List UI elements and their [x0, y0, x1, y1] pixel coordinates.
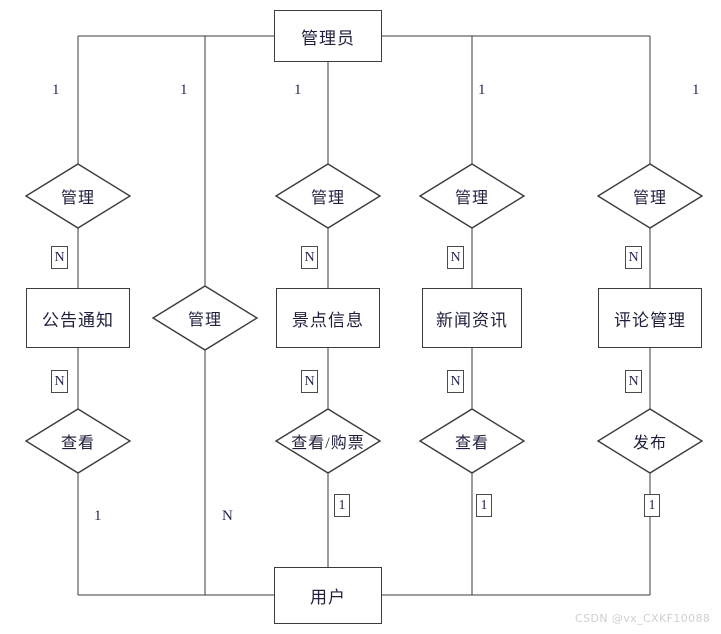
diamond-shape	[24, 408, 132, 474]
cardinality-boxed-9: 1	[476, 494, 492, 517]
diamond-shape	[274, 408, 382, 474]
cardinality-boxed-8: 1	[334, 494, 350, 517]
entity-spot-info[interactable]: 景点信息	[276, 288, 380, 348]
relationship-manage-spot-label: 管理	[310, 190, 345, 207]
cardinality-boxed-5: N	[301, 370, 318, 393]
cardinality-top-4: 1	[692, 82, 700, 98]
diamond-shape	[418, 408, 526, 474]
cardinality-boxed-10: 1	[644, 494, 660, 517]
relationship-manage-spot[interactable]: 管理	[274, 163, 382, 229]
csdn-watermark: CSDN @vx_CXKF10088	[575, 612, 711, 625]
cardinality-boxed-3: N	[625, 246, 642, 269]
entity-notice-label: 公告通知	[42, 310, 114, 330]
diamond-shape	[596, 163, 704, 229]
relationship-manage-comment-label: 管理	[632, 190, 667, 207]
diamond-shape	[418, 163, 526, 229]
entity-admin-label: 管理员	[301, 28, 355, 48]
entity-news-label: 新闻资讯	[436, 310, 508, 330]
diamond-shape	[151, 285, 259, 351]
cardinality-top-3: 1	[478, 82, 486, 98]
cardinality-bottom-0: 1	[94, 508, 102, 524]
entity-user[interactable]: 用户	[274, 567, 382, 624]
cardinality-top-2: 1	[294, 82, 302, 98]
entity-spot-info-label: 景点信息	[292, 310, 364, 330]
cardinality-boxed-4: N	[51, 370, 68, 393]
relationship-manage-news[interactable]: 管理	[418, 163, 526, 229]
cardinality-top-0: 1	[52, 82, 60, 98]
relationship-view-news-label: 查看	[454, 435, 489, 452]
relationship-view-notice-label: 查看	[60, 435, 95, 452]
diamond-shape	[596, 408, 704, 474]
cardinality-boxed-0: N	[51, 246, 68, 269]
entity-comment-management-label: 评论管理	[614, 310, 686, 330]
cardinality-bottom-1: N	[222, 508, 233, 524]
diamond-shape	[24, 163, 132, 229]
diamond-shape	[274, 163, 382, 229]
entity-comment-management[interactable]: 评论管理	[598, 288, 702, 348]
entity-admin[interactable]: 管理员	[274, 10, 382, 62]
cardinality-boxed-6: N	[447, 370, 464, 393]
relationship-view-notice[interactable]: 查看	[24, 408, 132, 474]
cardinality-boxed-7: N	[625, 370, 642, 393]
cardinality-top-1: 1	[180, 82, 188, 98]
relationship-manage-comment[interactable]: 管理	[596, 163, 704, 229]
relationship-manage-user-label: 管理	[187, 312, 222, 329]
relationship-manage-notice[interactable]: 管理	[24, 163, 132, 229]
relationship-publish-comment-label: 发布	[632, 435, 667, 452]
entity-notice[interactable]: 公告通知	[26, 288, 130, 348]
relationship-manage-notice-label: 管理	[60, 190, 95, 207]
cardinality-boxed-1: N	[301, 246, 318, 269]
relationship-manage-user[interactable]: 管理	[151, 285, 259, 351]
relationship-view-news[interactable]: 查看	[418, 408, 526, 474]
relationship-view-buy-ticket[interactable]: 查看/购票	[274, 408, 382, 474]
entity-user-label: 用户	[310, 588, 346, 607]
cardinality-boxed-2: N	[447, 246, 464, 269]
relationship-publish-comment[interactable]: 发布	[596, 408, 704, 474]
relationship-manage-news-label: 管理	[454, 190, 489, 207]
relationship-view-buy-ticket-label: 查看/购票	[291, 435, 365, 452]
entity-news[interactable]: 新闻资讯	[422, 288, 522, 348]
